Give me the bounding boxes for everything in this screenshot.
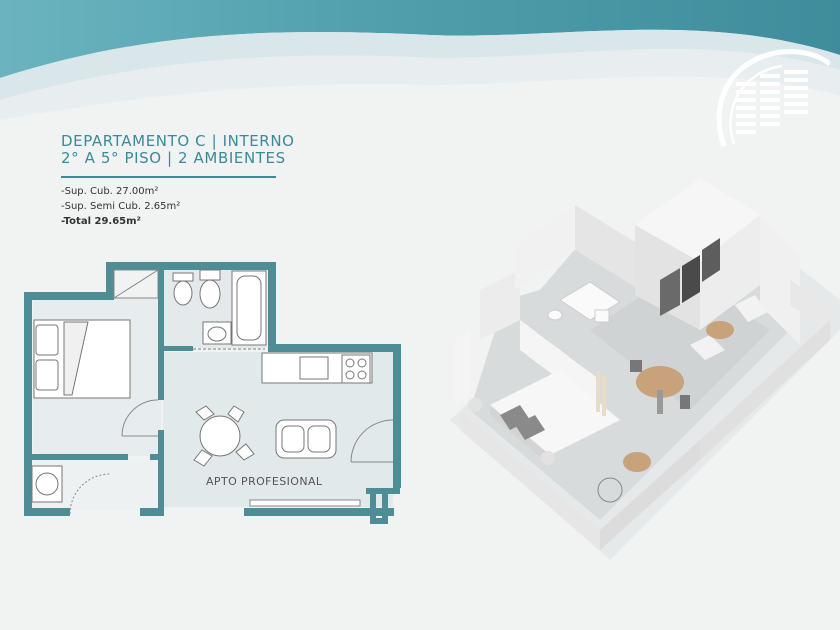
iso-bathroom xyxy=(547,281,621,323)
dining-table-icon-iso xyxy=(630,360,690,414)
plan-walls xyxy=(24,262,401,524)
bathtub-icon xyxy=(231,270,267,346)
bed-icon xyxy=(33,319,131,399)
title-divider xyxy=(61,176,276,178)
armchair-icon-iso xyxy=(690,295,768,360)
area-specs: -Sup. Cub. 27.00m² -Sup. Semi Cub. 2.65m… xyxy=(61,184,180,229)
title-line-1: DEPARTAMENTO C | INTERNO xyxy=(61,132,295,150)
door-swings xyxy=(69,399,394,515)
bidet-icon xyxy=(172,272,194,306)
sink-icon xyxy=(202,321,232,345)
sofa-icon xyxy=(275,419,337,459)
spec-semicovered-area: -Sup. Semi Cub. 2.65m² xyxy=(61,201,181,212)
iso-kitchen xyxy=(660,238,720,316)
window xyxy=(249,499,361,507)
dining-table-icon xyxy=(193,405,255,467)
balcony-table-iso xyxy=(597,452,651,503)
wardrobe xyxy=(113,269,159,299)
iso-walls xyxy=(455,178,830,550)
iso-curtains xyxy=(596,372,606,416)
room-label: APTO PROFESIONAL xyxy=(206,475,323,488)
washer-icon xyxy=(31,465,63,503)
bed-icon-iso xyxy=(468,370,620,465)
spec-covered-area: -Sup. Cub. 27.00m² xyxy=(61,186,159,197)
title-line-2: 2° A 5° PISO | 2 AMBIENTES xyxy=(61,149,286,167)
toilet-icon xyxy=(199,269,221,309)
title-block: DEPARTAMENTO C | INTERNO 2° A 5° PISO | … xyxy=(61,132,295,178)
stove-icon xyxy=(341,354,371,384)
building-logo-icon xyxy=(716,49,830,147)
spec-total-area: -Total 29.65m² xyxy=(61,216,141,227)
